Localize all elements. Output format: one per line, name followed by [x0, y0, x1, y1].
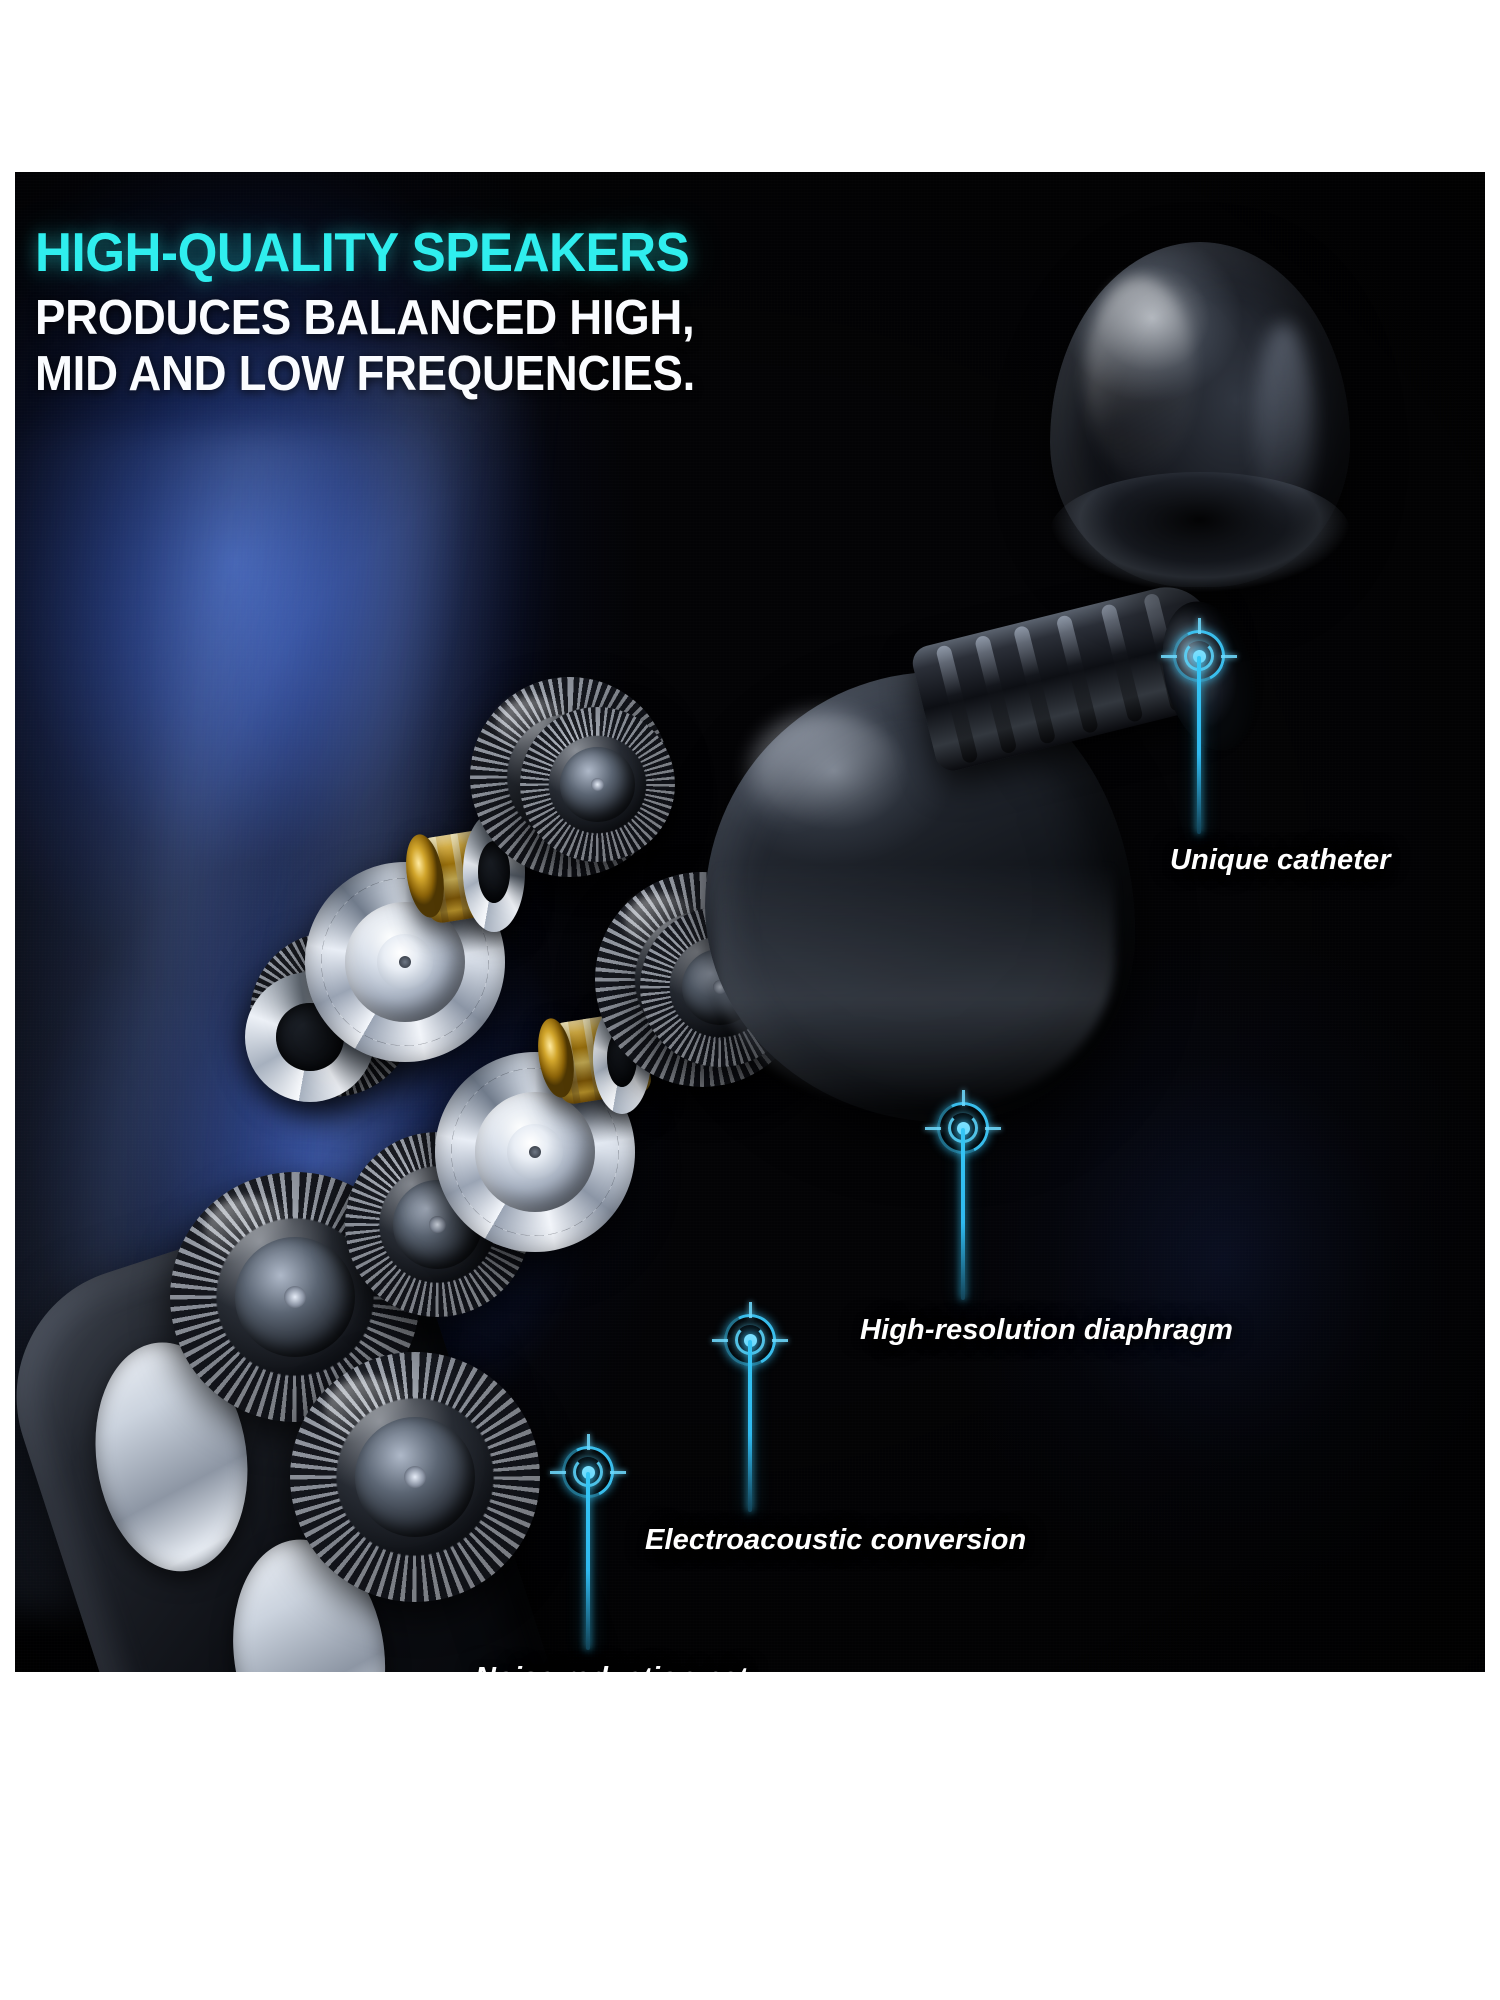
marker-tick-right: [985, 1126, 1001, 1130]
callout-label-noise-reduction-net: Noise reduction net: [475, 1662, 748, 1672]
marker-tick-top: [961, 1090, 965, 1106]
callout-label-electroacoustic-conversion: Electroacoustic conversion: [645, 1524, 1027, 1556]
headline-block: HIGH-QUALITY SPEAKERS PRODUCES BALANCED …: [35, 224, 745, 403]
leader-line: [586, 1472, 590, 1650]
marker-tick-right: [610, 1470, 626, 1474]
stem-groove: [935, 644, 979, 765]
stem-groove: [1012, 624, 1057, 745]
disc-highlight: [325, 1377, 410, 1442]
stem-groove: [973, 634, 1018, 755]
ear-tip-rim-shadow: [1050, 472, 1350, 592]
stem-groove: [1100, 603, 1144, 724]
callout-label-unique-catheter: Unique catheter: [1170, 844, 1391, 876]
plate-pin: [399, 956, 411, 968]
callout-label-high-resolution-diaphragm: High-resolution diaphragm: [860, 1314, 1234, 1346]
product-photo-panel: HIGH-QUALITY SPEAKERS PRODUCES BALANCED …: [15, 172, 1485, 1672]
disc-highlight: [205, 1197, 290, 1262]
driver-disc-noise-net-lower: [290, 1352, 540, 1602]
marker-tick-left: [925, 1126, 941, 1130]
marker-tick-top: [586, 1434, 590, 1450]
page-title: HIGH-QUALITY SPEAKERS: [35, 221, 690, 283]
leader-line: [961, 1128, 965, 1300]
subheadline-line-2: MID AND LOW FREQUENCIES.: [35, 346, 695, 401]
driver-disc-upper-right-inner: [520, 707, 675, 862]
marker-tick-top: [748, 1302, 752, 1318]
marker-tick-top: [1197, 618, 1201, 634]
marker-tick-left: [712, 1338, 728, 1342]
stem-groove: [1055, 614, 1100, 735]
marker-tick-right: [1221, 654, 1237, 658]
disc-hub-dot: [429, 1216, 446, 1233]
marker-tick-left: [550, 1470, 566, 1474]
marker-tick-left: [1161, 654, 1177, 658]
rear-housing-highlight: [750, 712, 900, 832]
subheadline-line-1: PRODUCES BALANCED HIGH,: [35, 291, 695, 346]
plate-pin: [529, 1146, 541, 1158]
leader-line: [748, 1340, 752, 1512]
ear-tip-highlight: [1085, 277, 1195, 477]
marker-tick-right: [772, 1338, 788, 1342]
leader-line: [1197, 656, 1201, 834]
